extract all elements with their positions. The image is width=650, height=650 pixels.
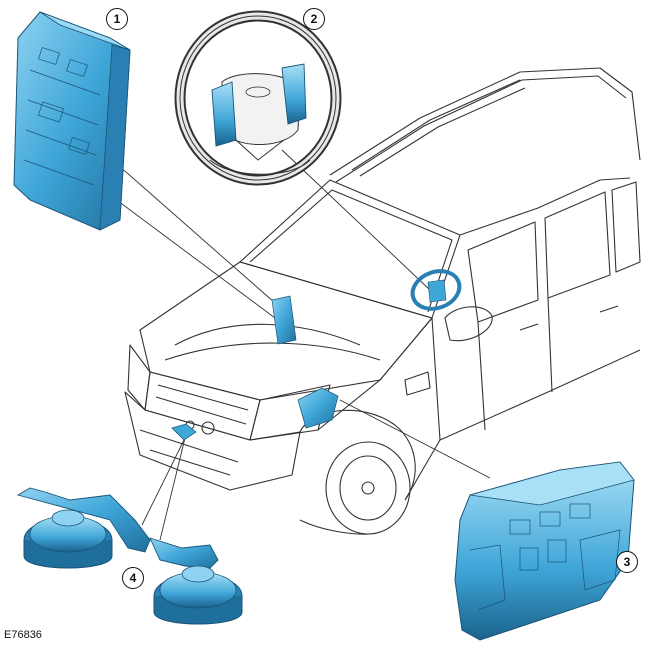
callout-3: 3 xyxy=(616,551,638,573)
steering-wheel-drawing xyxy=(174,10,342,186)
in-car-steering-wheel xyxy=(410,269,462,311)
in-car-fuse-box xyxy=(297,387,339,429)
in-car-bcm xyxy=(271,295,297,345)
figure-code: E76836 xyxy=(4,629,42,641)
callout-4: 4 xyxy=(122,567,144,589)
callout-2: 2 xyxy=(303,8,325,30)
callout-1: 1 xyxy=(106,8,128,30)
vehicle-outline xyxy=(124,67,641,535)
leader-lines xyxy=(109,149,491,541)
fuse-box-drawing xyxy=(454,461,635,641)
horns-drawing xyxy=(16,487,243,625)
body-control-module-drawing xyxy=(13,11,131,231)
in-car-horns xyxy=(171,423,197,441)
